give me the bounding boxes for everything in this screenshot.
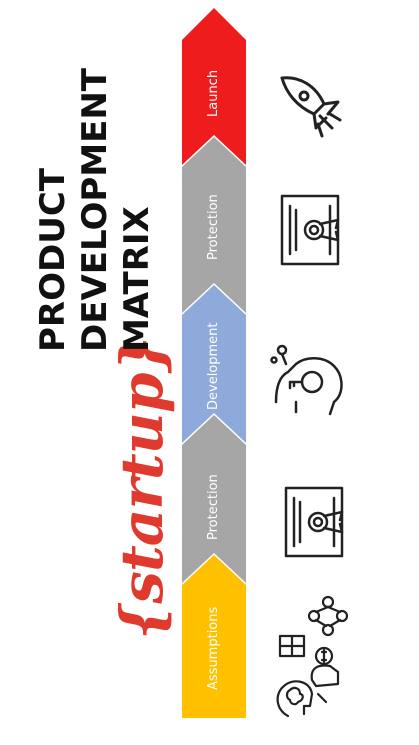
stage-label-protection-1: Protection (206, 194, 221, 260)
ideas-cluster-icon (276, 595, 349, 718)
chevron-svg (182, 8, 246, 718)
chevron-assumptions (182, 555, 246, 718)
stage-label-assumptions: Assumptions (206, 606, 221, 690)
stage-chevrons: Launch Protection Development Protection… (182, 0, 246, 745)
chevron-development (182, 285, 246, 443)
stage-label-development: Development (206, 322, 221, 410)
certificate-icon (284, 486, 344, 558)
chevron-protection-2 (182, 415, 246, 583)
rocket-icon (280, 76, 342, 138)
certificate-icon (280, 194, 340, 266)
stage-label-protection-2: Protection (206, 474, 221, 540)
head-key-icon (270, 344, 343, 416)
brand-title: {startup} (108, 337, 176, 640)
chevron-protection-1 (182, 137, 246, 313)
stage-label-launch: Launch (206, 69, 221, 117)
title-line-matrix: MATRIX (117, 206, 157, 352)
title-block: {startup} PRODUCT DEVELOPMENT MATRIX (0, 0, 180, 745)
chevron-launch (182, 8, 246, 165)
title-line-development: DEVELOPMENT (75, 68, 115, 352)
title-line-product: PRODUCT (33, 168, 73, 352)
